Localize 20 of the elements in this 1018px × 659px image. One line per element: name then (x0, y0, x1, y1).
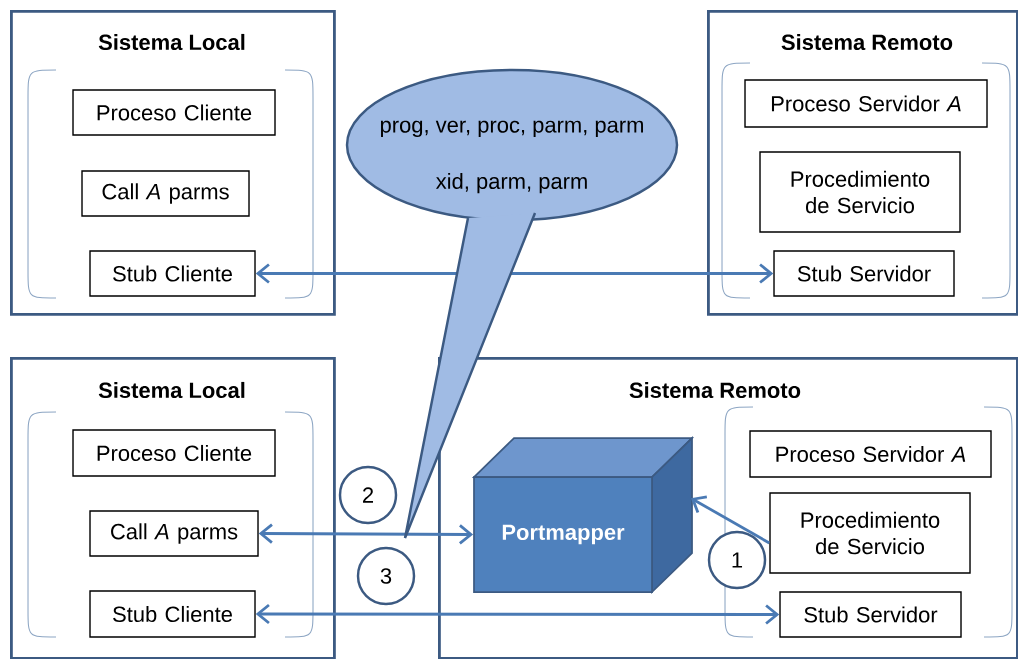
step-number: 1 (707, 530, 767, 590)
process-box: Proceso Servidor A (744, 79, 988, 128)
process-box: Proceso Cliente (72, 89, 276, 136)
step-number: 3 (356, 546, 416, 606)
arrow (255, 263, 774, 284)
process-box: Stub Cliente (89, 590, 256, 638)
process-box: Procedimiento de Servicio (769, 492, 971, 574)
step-number: 2 (338, 465, 398, 525)
process-box: Procedimiento de Servicio (759, 151, 961, 233)
process-box: Call A parms (89, 510, 259, 557)
arrow (690, 495, 770, 545)
process-box: Proceso Cliente (72, 429, 276, 477)
process-box: Call A parms (81, 170, 250, 217)
process-box: Proceso Servidor A (749, 430, 992, 478)
speech-bubble: prog, ver, proc, parm, parm xid, parm, parm (345, 68, 679, 222)
process-box: Stub Servidor (779, 591, 962, 638)
process-box: Stub Servidor (773, 250, 955, 297)
arrow (258, 523, 474, 545)
arrow (255, 603, 780, 625)
process-box: Stub Cliente (89, 250, 256, 297)
